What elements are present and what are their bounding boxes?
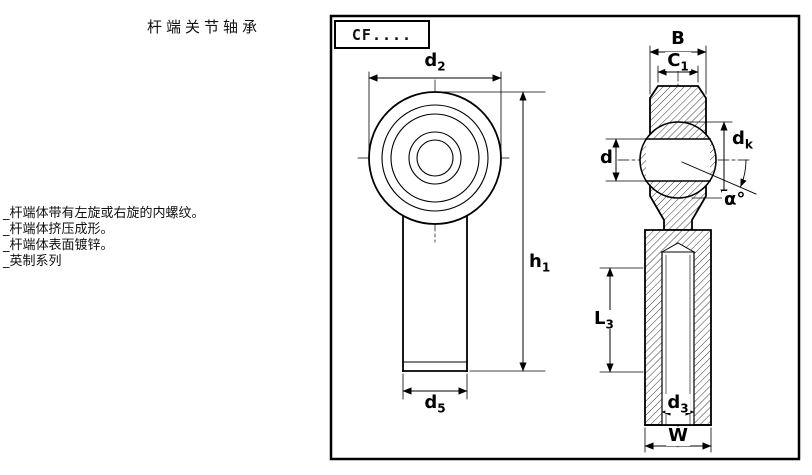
feature-list: _杆端体带有左旋或右旋的内螺纹。 _杆端体挤压成形。 _杆端体表面镀锌。 _英制… <box>3 206 205 270</box>
dim-main: d <box>600 147 613 168</box>
dim-sub: 5 <box>437 401 446 416</box>
dim-sub: 1 <box>541 260 551 275</box>
dim-label-L3: L3 <box>592 308 616 332</box>
dim-label-B: B <box>669 28 687 49</box>
drawing-border <box>329 14 801 461</box>
dim-label-d3: d3 <box>665 392 691 416</box>
dim-label-d5: d5 <box>422 392 448 416</box>
feature-item: _英制系列 <box>3 254 62 269</box>
dim-label-h1: h1 <box>527 251 553 275</box>
dim-label-alpha: α° <box>722 189 748 210</box>
dim-label-W: W <box>666 425 690 446</box>
dim-main: L <box>594 308 606 329</box>
dim-sub: 1 <box>680 59 689 74</box>
dim-sub: 2 <box>437 59 446 74</box>
dim-main: α° <box>724 189 746 210</box>
dim-label-d: d <box>598 147 615 168</box>
dim-main: d <box>424 392 438 413</box>
dim-sub: k <box>744 137 753 152</box>
bore-circle <box>416 139 454 177</box>
dim-main: d <box>424 50 438 71</box>
dim-label-d2: d2 <box>422 50 448 74</box>
dim-label-C1: C1 <box>665 50 691 74</box>
dim-main: h <box>529 251 542 272</box>
feature-item: _杆端体带有左旋或右旋的内螺纹。 <box>3 206 205 221</box>
dim-main: B <box>671 28 685 49</box>
dim-main: C <box>667 50 681 71</box>
dim-main: d <box>667 392 681 413</box>
series-code-box: CF.... <box>334 20 430 49</box>
dim-main: W <box>668 425 688 446</box>
dim-sub: 3 <box>680 401 689 416</box>
dim-main: d <box>732 128 745 149</box>
dim-sub: 3 <box>605 317 614 332</box>
dim-label-dk: dk <box>730 128 755 152</box>
rod-end-head-outline <box>368 91 502 225</box>
page-title: 杆端关节轴承 <box>147 18 262 36</box>
feature-item: _杆端体表面镀锌。 <box>3 238 114 253</box>
front-view <box>357 71 546 400</box>
feature-item: _杆端体挤压成形。 <box>3 222 114 237</box>
ball-outline <box>639 121 717 199</box>
series-code-label: CF.... <box>351 25 413 44</box>
